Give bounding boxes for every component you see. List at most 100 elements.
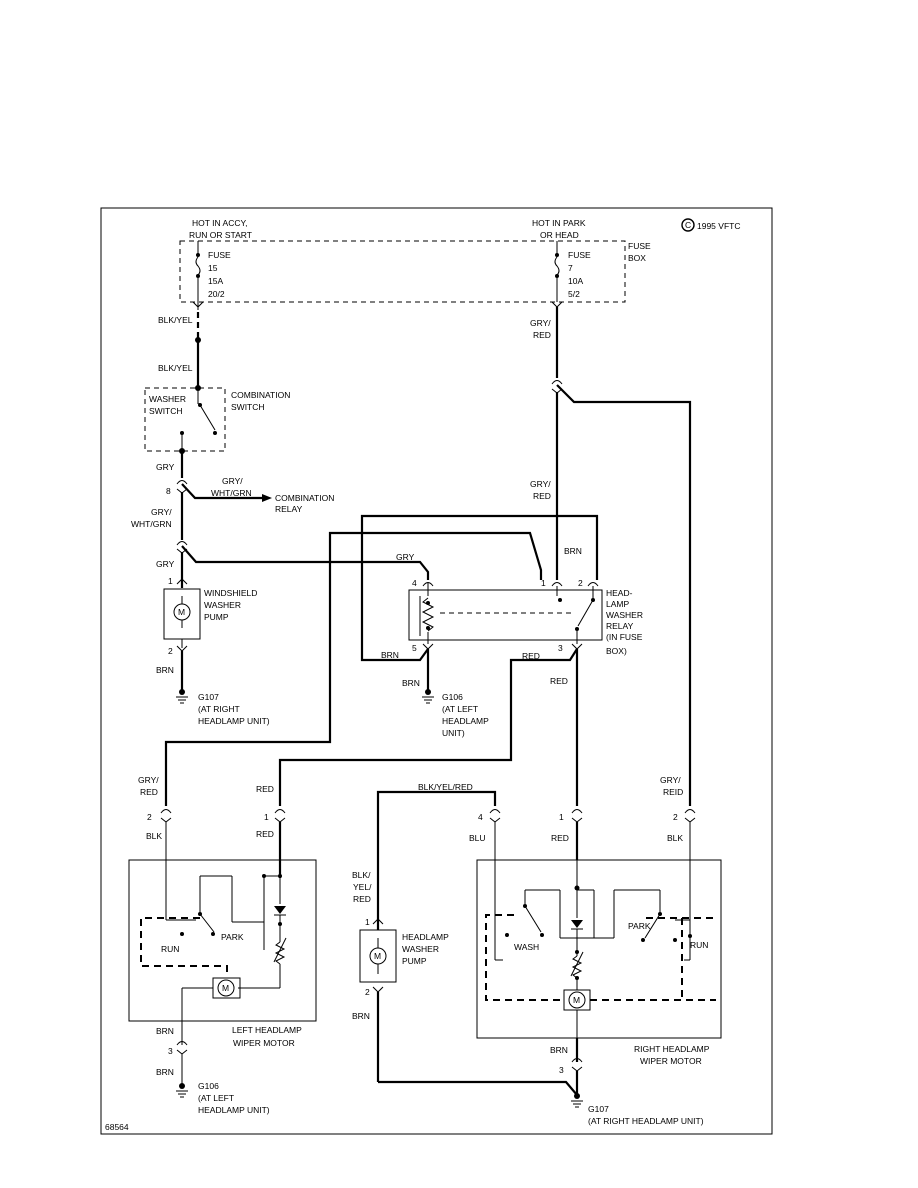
- svg-text:WASH: WASH: [514, 942, 539, 952]
- windshield-washer-pump: 1 M WINDSHIELD WASHER PUMP 2 BRN: [156, 576, 257, 692]
- svg-text:BRN: BRN: [402, 678, 420, 688]
- svg-text:3: 3: [558, 643, 563, 653]
- svg-text:PUMP: PUMP: [402, 956, 427, 966]
- wire-blk-yel: BLK/YEL BLK/YEL: [158, 301, 204, 388]
- connector-right-pin2: GRY/ REID 2 BLK: [660, 775, 696, 908]
- svg-text:GRY/: GRY/: [530, 318, 551, 328]
- svg-text:BRN: BRN: [550, 1045, 568, 1055]
- svg-text:7: 7: [568, 263, 573, 273]
- combination-relay-label: COMBINATION: [275, 493, 334, 503]
- svg-text:(AT RIGHT HEADLAMP UNIT): (AT RIGHT HEADLAMP UNIT): [588, 1116, 704, 1126]
- washer-switch-label: WASHER: [149, 394, 186, 404]
- svg-text:8: 8: [166, 486, 171, 496]
- svg-text:RELAY: RELAY: [275, 504, 303, 514]
- svg-text:BOX: BOX: [628, 253, 646, 263]
- svg-text:BRN: BRN: [381, 650, 399, 660]
- svg-text:(AT LEFT: (AT LEFT: [198, 1093, 234, 1103]
- svg-text:1: 1: [559, 812, 564, 822]
- svg-text:RUN OR START: RUN OR START: [189, 230, 252, 240]
- svg-text:10A: 10A: [568, 276, 583, 286]
- diagram-frame: [100, 207, 773, 1135]
- svg-text:2: 2: [147, 812, 152, 822]
- svg-text:M: M: [374, 951, 381, 961]
- combination-switch: WASHER SWITCH COMBINATION SWITCH: [144, 385, 290, 452]
- svg-text:GRY/: GRY/: [138, 775, 159, 785]
- wire-gry-red-fuse7: GRY/ RED GRY/ RED: [530, 301, 692, 806]
- svg-text:BLK/YEL: BLK/YEL: [158, 363, 193, 373]
- svg-text:RED: RED: [256, 784, 274, 794]
- connector-left-pin2: 2 BLK: [146, 809, 172, 878]
- svg-text:BOX): BOX): [606, 646, 627, 656]
- svg-text:3: 3: [168, 1046, 173, 1056]
- svg-text:(AT RIGHT: (AT RIGHT: [198, 704, 240, 714]
- svg-text:15A: 15A: [208, 276, 223, 286]
- svg-text:BLK/YEL/RED: BLK/YEL/RED: [418, 782, 473, 792]
- svg-text:BRN: BRN: [564, 546, 582, 556]
- svg-text:RUN: RUN: [161, 944, 179, 954]
- svg-text:G107: G107: [198, 692, 219, 702]
- svg-text:(IN FUSE: (IN FUSE: [606, 632, 643, 642]
- svg-text:WIPER MOTOR: WIPER MOTOR: [233, 1038, 295, 1048]
- svg-text:GRY/: GRY/: [151, 507, 172, 517]
- svg-text:WIPER MOTOR: WIPER MOTOR: [640, 1056, 702, 1066]
- svg-text:RED: RED: [256, 829, 274, 839]
- svg-text:WASHER: WASHER: [204, 600, 241, 610]
- svg-text:5/2: 5/2: [568, 289, 580, 299]
- svg-text:FUSE: FUSE: [208, 250, 231, 260]
- svg-text:WHT/GRN: WHT/GRN: [131, 519, 172, 529]
- svg-text:1: 1: [264, 812, 269, 822]
- combination-switch-label: COMBINATION: [231, 390, 290, 400]
- svg-text:RIGHT HEADLAMP: RIGHT HEADLAMP: [634, 1044, 710, 1054]
- fuse-box: FUSE BOX: [179, 240, 651, 303]
- svg-text:GRY/: GRY/: [530, 479, 551, 489]
- svg-text:GRY/: GRY/: [222, 476, 243, 486]
- svg-text:4: 4: [478, 812, 483, 822]
- svg-text:RUN: RUN: [690, 940, 708, 950]
- svg-text:GRY: GRY: [156, 462, 175, 472]
- svg-text:BLK/YEL: BLK/YEL: [158, 315, 193, 325]
- headlamp-washer-relay: 4 1 2 5 3 HEAD- LAMP WASHER RELAY (IN FU…: [408, 578, 643, 656]
- svg-text:G107: G107: [588, 1104, 609, 1114]
- svg-text:M: M: [178, 607, 185, 617]
- svg-text:GRY: GRY: [396, 552, 415, 562]
- svg-text:M: M: [573, 995, 580, 1005]
- svg-text:SWITCH: SWITCH: [149, 406, 183, 416]
- svg-text:5: 5: [412, 643, 417, 653]
- svg-text:BRN: BRN: [156, 1067, 174, 1077]
- svg-text:WHT/GRN: WHT/GRN: [211, 488, 252, 498]
- svg-text:G106: G106: [198, 1081, 219, 1091]
- svg-text:HOT IN PARK: HOT IN PARK: [532, 218, 586, 228]
- wire-gry-red-left-wiper: GRY/ RED: [138, 531, 543, 806]
- svg-text:HEAD-: HEAD-: [606, 588, 633, 598]
- ground-g106-relay: BRN BRN BRN G106 (AT LEFT HEADLAMP UNIT): [360, 514, 599, 738]
- copyright-text: 1995 VFTC: [697, 221, 740, 231]
- svg-text:HEADLAMP UNIT): HEADLAMP UNIT): [198, 1105, 270, 1115]
- svg-text:FUSE: FUSE: [568, 250, 591, 260]
- svg-text:1: 1: [541, 578, 546, 588]
- svg-text:RED: RED: [522, 651, 540, 661]
- svg-text:FUSE: FUSE: [628, 241, 651, 251]
- figure-id: 68564: [105, 1122, 129, 1132]
- right-headlamp-wiper-motor: M WASH PARK RUN RIGHT HEADLAMP WIPER MOT…: [476, 859, 722, 1066]
- svg-text:PARK: PARK: [628, 921, 651, 931]
- svg-text:HEADLAMP: HEADLAMP: [402, 932, 449, 942]
- svg-text:BLK: BLK: [667, 833, 683, 843]
- svg-text:2: 2: [365, 987, 370, 997]
- svg-text:REID: REID: [663, 787, 683, 797]
- svg-text:HEADLAMP: HEADLAMP: [442, 716, 489, 726]
- svg-text:HEADLAMP UNIT): HEADLAMP UNIT): [198, 716, 270, 726]
- wire-gry-left: GRY 8 GRY/ WHT/GRN COMBINATION RELAY GRY…: [131, 448, 430, 588]
- fuse-15: HOT IN ACCY, RUN OR START FUSE 15 15A 20…: [189, 218, 252, 302]
- connector-left-pin1: 1 RED: [256, 809, 286, 878]
- svg-text:BLU: BLU: [469, 833, 486, 843]
- svg-text:WASHER: WASHER: [606, 610, 643, 620]
- svg-text:GRY: GRY: [156, 559, 175, 569]
- svg-text:BRN: BRN: [156, 1026, 174, 1036]
- svg-text:3: 3: [559, 1065, 564, 1075]
- left-headlamp-wiper-motor: M PARK RUN LEFT HEADLAMP WIPER MOTOR: [128, 859, 317, 1048]
- svg-text:UNIT): UNIT): [442, 728, 465, 738]
- svg-text:1: 1: [365, 917, 370, 927]
- svg-text:RED: RED: [533, 491, 551, 501]
- svg-text:RED: RED: [551, 833, 569, 843]
